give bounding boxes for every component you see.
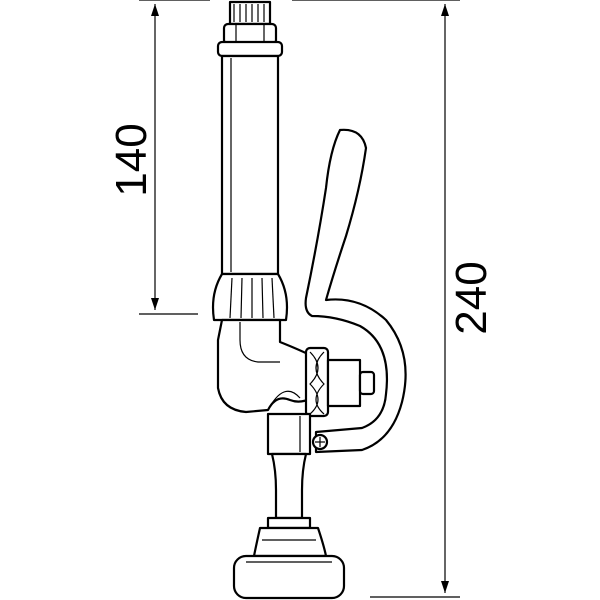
dimension-140: 140	[107, 0, 210, 315]
screw-icon	[311, 433, 329, 451]
top-thread	[228, 0, 272, 26]
dim-140-arrow-bottom	[151, 298, 159, 310]
lever-handle[interactable]	[304, 128, 407, 454]
valve-spindle	[304, 346, 376, 418]
dim-240-arrow-bottom	[441, 581, 449, 593]
dim-140-arrow-top	[151, 4, 159, 16]
valve-body	[216, 318, 314, 414]
dimension-240: 240	[292, 0, 496, 598]
dim-240-arrow-top	[441, 4, 449, 16]
hex-nut	[216, 22, 284, 58]
upper-tube	[220, 54, 280, 276]
dim-240-label: 240	[447, 261, 496, 334]
knurled-collar	[211, 272, 289, 322]
dim-140-label: 140	[107, 123, 156, 196]
spray-head	[232, 526, 346, 600]
lower-housing	[266, 412, 312, 456]
lower-stem	[266, 452, 312, 530]
